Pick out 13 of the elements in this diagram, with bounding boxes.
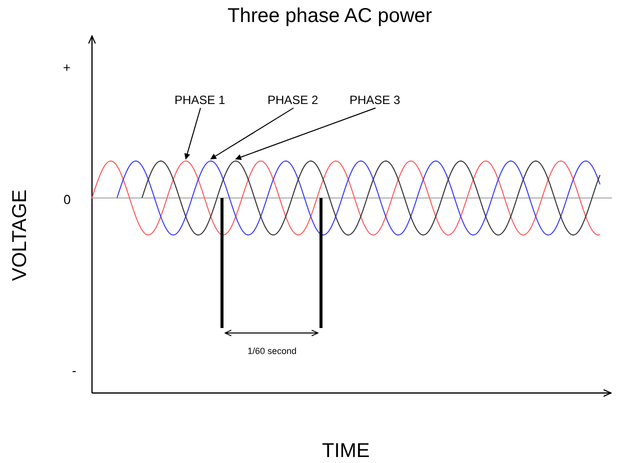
axis-title: TIME [322,441,370,461]
axis-title: VOLTAGE [10,189,30,281]
phase-label: PHASE 1 [174,94,226,106]
phase-label: PHASE 3 [350,94,400,106]
chart-title: Three phase AC power [228,6,432,26]
leader-arrow [210,108,294,160]
leader-arrow [235,108,376,160]
phase-label: PHASE 2 [268,94,318,106]
tick-label: + [63,61,71,74]
tick-label: 0 [64,193,71,206]
dimension-label: 1/60 second [248,347,297,356]
leader-arrow [184,108,201,160]
tick-label: - [72,364,76,377]
